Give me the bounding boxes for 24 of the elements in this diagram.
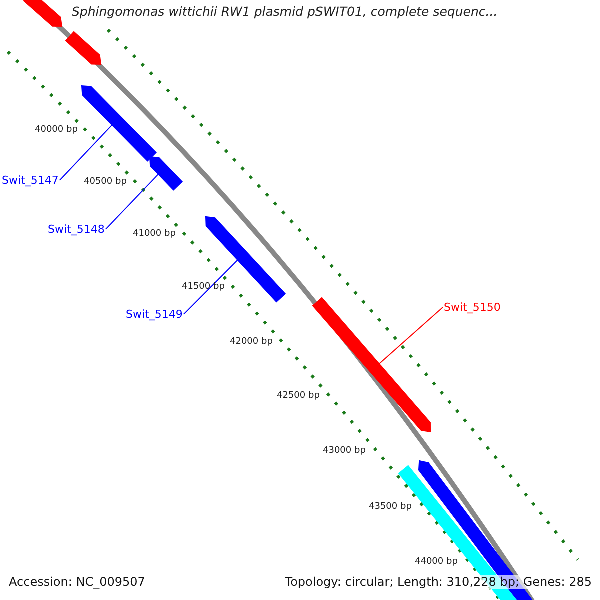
leader-line (59, 124, 114, 181)
position-label: 43000 bp (323, 446, 366, 456)
position-label: 43500 bp (369, 502, 412, 512)
gene-label: Swit_5149 (126, 308, 183, 321)
leader-line (378, 307, 444, 365)
gene-arrow-shape (24, 0, 62, 26)
accession-text: Accession: NC_009507 (9, 575, 146, 589)
position-label: 42000 bp (230, 337, 273, 347)
leader-line (105, 173, 160, 230)
title: Sphingomonas wittichii RW1 plasmid pSWIT01, complete sequenc... (72, 4, 498, 19)
position-label: 44000 bp (415, 557, 458, 567)
position-label: 41000 bp (133, 229, 176, 239)
gene-bar (399, 466, 517, 600)
position-label: 41500 bp (182, 282, 225, 292)
gene-arrow-shape (66, 32, 101, 64)
gene-label: Swit_5147 (2, 174, 59, 187)
gene-label: Swit_5150 (444, 301, 501, 314)
position-label: 40500 bp (84, 177, 127, 187)
gene-arrow-shape (82, 86, 156, 162)
gene-label: Swit_5148 (48, 223, 105, 236)
summary-text: Topology: circular; Length: 310,228 bp; Genes: 285 (285, 575, 592, 589)
leader-line (183, 258, 239, 315)
gene-arrow-shape (150, 157, 182, 190)
position-label: 42500 bp (277, 391, 320, 401)
